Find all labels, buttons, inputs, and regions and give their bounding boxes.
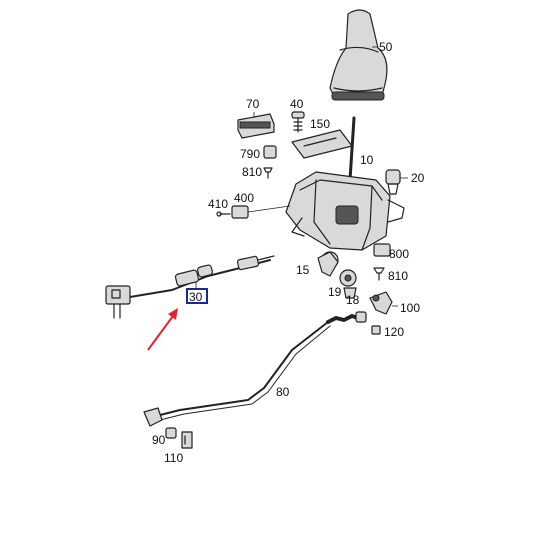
label-810-right: 810 bbox=[388, 269, 408, 283]
clip-90 bbox=[165, 427, 177, 439]
label-20: 20 bbox=[411, 171, 425, 185]
label-790: 790 bbox=[240, 147, 260, 161]
cable-harness-30 bbox=[105, 255, 275, 319]
shift-boot bbox=[329, 9, 388, 101]
switch-part-70 bbox=[237, 112, 275, 139]
label-800: 800 bbox=[389, 247, 409, 261]
label-150: 150 bbox=[310, 117, 330, 131]
label-110: 110 bbox=[164, 451, 183, 465]
part-790 bbox=[263, 145, 277, 159]
label-40: 40 bbox=[290, 97, 304, 111]
screw-40 bbox=[291, 111, 305, 133]
label-70: 70 bbox=[246, 97, 260, 111]
label-120: 120 bbox=[384, 325, 404, 339]
connector-400 bbox=[231, 205, 291, 219]
label-90: 90 bbox=[152, 433, 166, 447]
screw-120 bbox=[371, 325, 381, 335]
label-400: 400 bbox=[234, 191, 254, 205]
bushing-19 bbox=[339, 269, 357, 287]
highlight-box-30 bbox=[186, 288, 208, 304]
clip-110 bbox=[181, 431, 193, 449]
screw-810-right bbox=[373, 267, 385, 281]
part-15 bbox=[317, 251, 339, 277]
clip-18 bbox=[343, 287, 357, 299]
label-19: 19 bbox=[328, 285, 342, 299]
cover-plate-150 bbox=[291, 129, 353, 159]
plug-20 bbox=[385, 169, 401, 195]
label-15: 15 bbox=[296, 263, 310, 277]
label-100: 100 bbox=[400, 301, 420, 315]
pointer-arrow bbox=[147, 308, 178, 351]
label-10: 10 bbox=[360, 153, 374, 167]
screw-810-top bbox=[263, 167, 273, 179]
label-50: 50 bbox=[379, 40, 393, 54]
shift-rod-80 bbox=[143, 311, 367, 427]
label-30: 30 bbox=[189, 290, 203, 304]
bracket-100 bbox=[369, 291, 393, 315]
label-810-top: 810 bbox=[242, 165, 262, 179]
screw-410 bbox=[216, 211, 231, 217]
label-80: 80 bbox=[276, 385, 290, 399]
label-18: 18 bbox=[346, 293, 360, 307]
label-410: 410 bbox=[208, 197, 228, 211]
